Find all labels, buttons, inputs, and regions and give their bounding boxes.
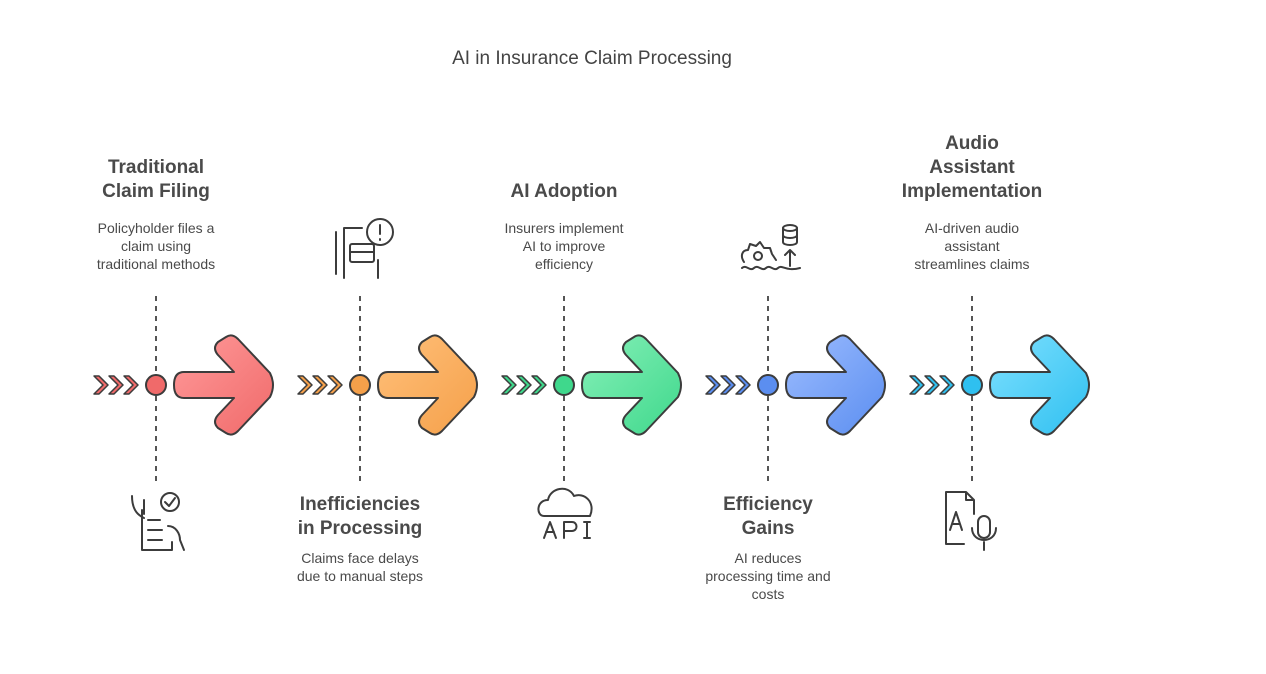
step-1-chevron: [93, 375, 109, 395]
step-5-chevron: [939, 375, 955, 395]
step-3-chevron: [531, 375, 547, 395]
step-3: [501, 296, 682, 539]
step-2-node: [349, 374, 371, 396]
step-5-chevron: [909, 375, 925, 395]
step-1-node: [145, 374, 167, 396]
step-2-title: Inefficiencies in Processing: [297, 494, 423, 539]
audio-document-icon: [945, 491, 997, 551]
step-4-chevron: [720, 375, 736, 395]
step-5-arrow: [989, 334, 1090, 436]
step-1-description: Policyholder files a claim using traditi…: [96, 220, 216, 272]
step-4: [705, 224, 886, 484]
step-1-chevron: [108, 375, 124, 395]
step-2: [297, 218, 478, 484]
step-1-title: Traditional Claim Filing: [102, 157, 210, 202]
step-2-chevron: [327, 375, 343, 395]
step-3-description: Insurers implement AI to improve efficie…: [504, 220, 624, 272]
step-2-arrow: [377, 334, 478, 436]
step-4-description: AI reduces processing time and costs: [705, 550, 831, 602]
step-2-chevron: [297, 375, 313, 395]
step-3-title: AI Adoption: [510, 181, 618, 202]
step-5-title: Audio Assistant Implementation: [901, 133, 1043, 202]
step-2-description: Claims face delays due to manual steps: [296, 550, 424, 584]
step-5: [909, 296, 1090, 551]
step-1-chevron: [123, 375, 139, 395]
document-alert-icon: [335, 218, 394, 279]
step-5-node: [961, 374, 983, 396]
gear-database-icon: [740, 224, 801, 271]
step-5-chevron: [924, 375, 940, 395]
cloud-api-icon: [537, 487, 593, 539]
diagram-title: AI in Insurance Claim Processing: [452, 48, 732, 69]
step-4-chevron: [705, 375, 721, 395]
step-4-node: [757, 374, 779, 396]
claim-checklist-hand-icon: [131, 492, 185, 551]
step-4-title: Efficiency Gains: [723, 494, 813, 539]
step-3-arrow: [581, 334, 682, 436]
step-1: [93, 296, 274, 551]
step-4-chevron: [735, 375, 751, 395]
step-5-description: AI-driven audio assistant streamlines cl…: [914, 220, 1030, 272]
step-2-chevron: [312, 375, 328, 395]
step-4-arrow: [785, 334, 886, 436]
step-3-node: [553, 374, 575, 396]
step-3-chevron: [501, 375, 517, 395]
step-3-chevron: [516, 375, 532, 395]
step-1-arrow: [173, 334, 274, 436]
